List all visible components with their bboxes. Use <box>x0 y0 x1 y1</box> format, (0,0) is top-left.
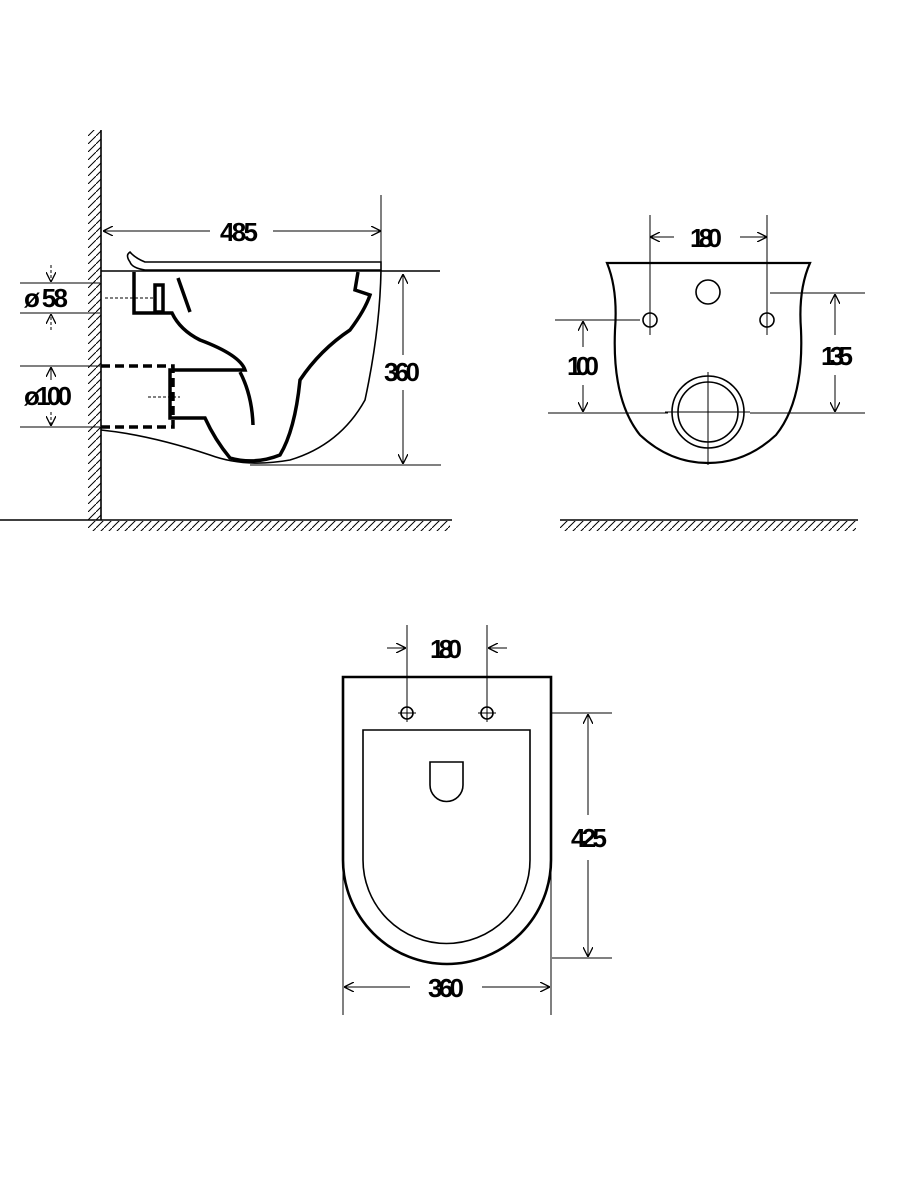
top-bolt-spacing-label: 180 <box>430 634 462 664</box>
inlet-diameter-label: ø 58 <box>24 283 68 313</box>
trap-inner <box>238 371 255 426</box>
seat <box>126 250 382 271</box>
rear-view: 180 100 135 <box>548 215 865 531</box>
outlet-pipe-dashed <box>101 364 175 429</box>
side-view: 485 360 ø 58 ø100 <box>0 130 452 531</box>
seat-opening <box>362 729 531 945</box>
height-label: 360 <box>384 357 420 387</box>
bowl-exterior <box>100 269 382 464</box>
inlet-flange <box>176 277 192 313</box>
rear-left-height-label: 100 <box>567 351 599 381</box>
rear-bolt-spacing-label: 180 <box>690 223 722 253</box>
top-length-label: 425 <box>571 823 607 853</box>
bowl-outline <box>132 271 373 463</box>
floor-hatching <box>88 521 450 531</box>
top-width-label: 360 <box>428 973 464 1003</box>
wall-hatching <box>88 130 101 520</box>
outlet-diameter-label: ø100 <box>24 381 72 411</box>
inlet-pipe <box>153 283 165 314</box>
rear-right-height-label: 135 <box>821 341 853 371</box>
water-inlet-hole <box>695 279 721 305</box>
top-outer-outline <box>341 675 553 966</box>
bowl-water-cutout <box>429 761 464 803</box>
top-view: 180 425 360 <box>341 625 612 1015</box>
width-label: 485 <box>220 217 258 247</box>
